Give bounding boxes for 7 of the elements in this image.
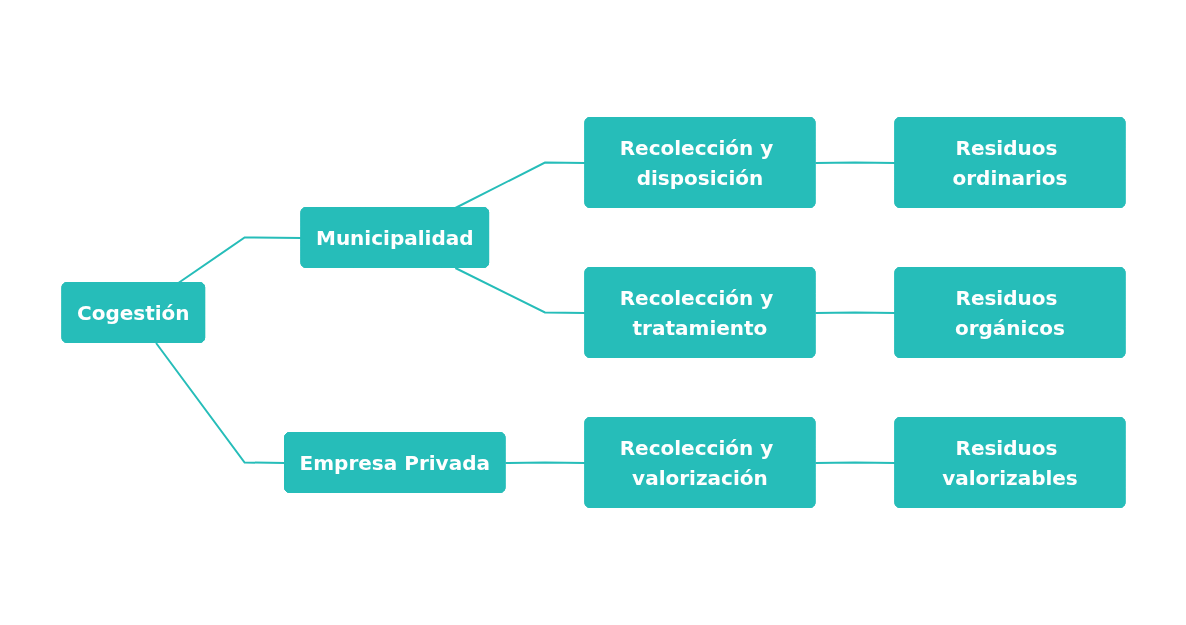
connector: [176, 236, 302, 284]
connector: [813, 311, 896, 314]
connector: [453, 267, 586, 314]
connector: [154, 342, 286, 464]
connector: [503, 461, 586, 464]
connector: [813, 161, 896, 164]
connector: [813, 461, 896, 464]
